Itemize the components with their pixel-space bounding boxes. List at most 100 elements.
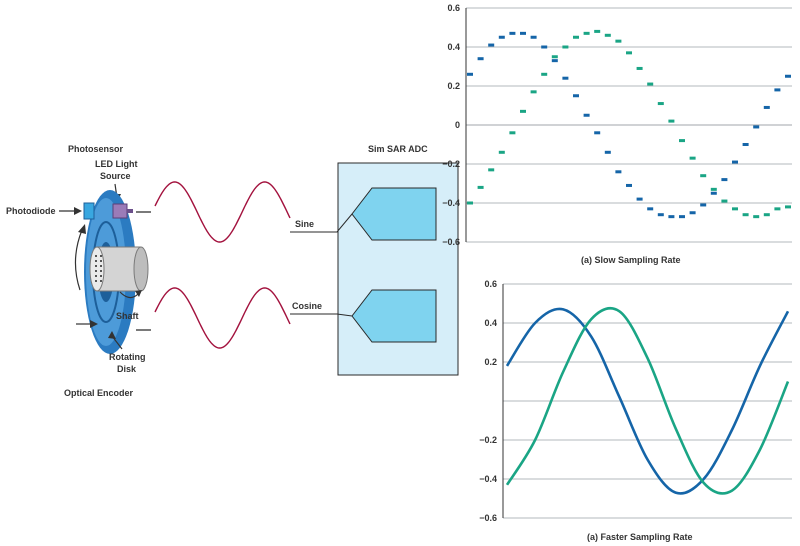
chart1-series1-sample-point xyxy=(689,211,696,215)
chart1-series1-sample-point xyxy=(700,203,707,207)
chart1-series1-sample-point xyxy=(657,213,664,217)
chart2-y-tick-label: −0.6 xyxy=(479,513,497,523)
chart1-y-tick-label: −0.4 xyxy=(442,198,460,208)
chart1-series1-sample-point xyxy=(753,125,760,129)
photosensor-label: Photosensor xyxy=(68,144,124,154)
chart1-series2-sample-point xyxy=(541,72,548,76)
chart1-series2-sample-point xyxy=(689,156,696,160)
cosine-input-label: Cosine xyxy=(292,301,322,311)
chart1-series2-sample-point xyxy=(604,33,611,37)
chart1-series2-sample-point xyxy=(594,29,601,33)
chart2-marks xyxy=(505,306,790,495)
chart1-series2-sample-point xyxy=(657,102,664,106)
chart1-series1-sample-point xyxy=(541,45,548,49)
chart1-series2-sample-point xyxy=(520,109,526,113)
chart1-series2-sample-point xyxy=(636,66,643,70)
optical-encoder: Photosensor LED Light Source Photodiode … xyxy=(6,144,151,398)
chart1-series1-sample-point xyxy=(594,131,601,135)
chart1-series1-sample-point xyxy=(520,31,526,35)
photodiode-icon xyxy=(83,202,95,220)
chart1-series1-sample-point xyxy=(530,35,537,39)
chart1-y-tick-label: −0.6 xyxy=(442,237,460,247)
chart1-series2-sample-point xyxy=(785,205,791,209)
chart1-series1-sample-point xyxy=(636,197,643,201)
chart1-series1-sample-point xyxy=(647,207,654,211)
chart1-series2-sample-point xyxy=(732,207,738,211)
chart1-series1-sample-point xyxy=(583,113,590,117)
chart1-series1-sample-point xyxy=(763,105,770,109)
sim-sar-adc: Sim SAR ADC Sine Cosine xyxy=(290,144,459,376)
chart1-series2-sample-point xyxy=(530,90,537,94)
rotating-disk-label-line1: Rotating xyxy=(109,352,146,362)
chart1-series2-sample-point xyxy=(488,168,495,172)
chart1-y-tick-label: 0.2 xyxy=(447,81,460,91)
led-label-line1: LED Light xyxy=(95,159,138,169)
adc-channel-sine xyxy=(351,187,437,241)
chart2-y-tick-label: −0.4 xyxy=(479,474,497,484)
rotating-disk-arrowhead-icon xyxy=(108,331,116,339)
chart1-tick-labels: 0.6 0.4 0.2 0 −0.2 −0.4 −0.6 xyxy=(442,3,460,247)
chart1-series1-sample-point xyxy=(668,215,675,219)
chart1-series1-sample-point xyxy=(774,88,781,92)
chart1-y-tick-label: 0.4 xyxy=(447,42,460,52)
chart1-title: (a) Slow Sampling Rate xyxy=(581,255,681,265)
chart1-series1-sample-point xyxy=(785,74,791,78)
cosine-wave xyxy=(154,287,291,349)
chart1-series2-sample-point xyxy=(679,139,685,143)
chart1-series2-sample-point xyxy=(626,51,632,55)
chart2-series2-line xyxy=(505,306,790,495)
chart1-series1-sample-point xyxy=(562,76,569,80)
chart1-y-tick-label: 0 xyxy=(455,120,460,130)
chart1-series2-sample-point xyxy=(583,31,590,35)
chart1-gridlines xyxy=(466,7,792,243)
chart1-series2-sample-point xyxy=(700,174,707,178)
chart1-series2-sample-point xyxy=(774,207,781,211)
adc-title: Sim SAR ADC xyxy=(368,144,428,154)
chart1-series1-sample-point xyxy=(573,94,579,98)
chart1-series1-sample-point xyxy=(551,59,558,63)
chart2-series1-line xyxy=(505,307,790,495)
cosine-input-wire xyxy=(290,313,353,317)
slow-sampling-chart: 0.6 0.4 0.2 0 −0.2 −0.4 −0.6 (a) Slow Sampling… xyxy=(442,3,792,265)
chart1-series2-sample-point xyxy=(742,213,749,217)
chart2-y-tick-label: −0.2 xyxy=(479,435,497,445)
chart1-series2-sample-point xyxy=(710,187,717,191)
chart1-series2-sample-point xyxy=(668,119,675,123)
chart1-y-tick-label: 0.6 xyxy=(447,3,460,13)
chart1-series1-sample-point xyxy=(679,215,685,219)
chart1-series2-sample-point xyxy=(573,35,579,39)
chart1-series1-sample-point xyxy=(615,170,622,174)
chart1-series2-sample-point xyxy=(763,213,770,217)
chart1-series1-sample-point xyxy=(721,178,728,182)
photodiode-arrowhead-icon xyxy=(74,207,82,215)
chart1-series1-sample-point xyxy=(498,35,505,39)
chart2-gridlines xyxy=(503,283,792,519)
rotation-arrow xyxy=(74,229,83,291)
chart1-series1-sample-point xyxy=(488,43,495,47)
shaft-label: Shaft xyxy=(116,311,139,321)
led-icon xyxy=(112,203,128,219)
led-label-line2: Source xyxy=(100,171,131,181)
chart1-series1-sample-point xyxy=(710,191,717,195)
disk-arrowhead-icon xyxy=(90,320,98,328)
chart1-series1-sample-point xyxy=(604,150,611,154)
chart1-y-tick-label: −0.2 xyxy=(442,159,460,169)
photodiode-label: Photodiode xyxy=(6,206,56,216)
sine-wave xyxy=(154,181,291,243)
sine-input-wire xyxy=(290,213,353,233)
chart2-title: (a) Faster Sampling Rate xyxy=(587,532,693,542)
chart2-y-tick-label: 0.6 xyxy=(484,279,497,289)
chart1-series1-sample-point xyxy=(467,72,473,76)
chart2-y-tick-label: 0.4 xyxy=(484,318,497,328)
chart1-series2-sample-point xyxy=(509,131,516,135)
chart1-series1-sample-point xyxy=(742,143,749,146)
chart1-series2-sample-point xyxy=(753,215,760,219)
chart1-series2-sample-point xyxy=(477,185,484,189)
optical-encoder-label: Optical Encoder xyxy=(64,388,134,398)
chart1-series2-sample-point xyxy=(498,150,505,154)
chart1-series2-sample-point xyxy=(615,39,622,43)
chart2-y-tick-label: 0.2 xyxy=(484,357,497,367)
chart1-series2-sample-point xyxy=(647,82,654,86)
rotating-disk-label-line2: Disk xyxy=(117,364,137,374)
